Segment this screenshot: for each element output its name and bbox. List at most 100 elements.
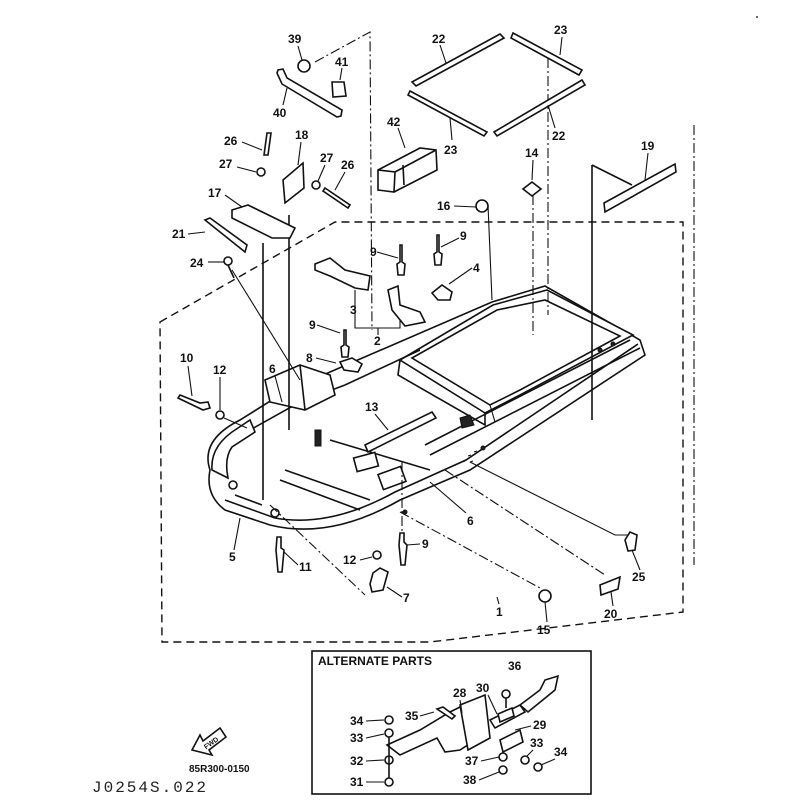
part-10-rivet xyxy=(176,394,212,411)
callout-36: 36 xyxy=(508,659,522,673)
callout-13: 13 xyxy=(365,400,379,414)
reference-line-top xyxy=(314,31,373,331)
callout-28: 28 xyxy=(453,686,467,700)
hull-frame xyxy=(207,285,646,530)
callout-10: 10 xyxy=(180,351,194,365)
part-27-washer-a xyxy=(256,167,266,177)
callout-27a: 27 xyxy=(219,157,233,171)
callout-18: 18 xyxy=(295,128,309,142)
callout-32: 32 xyxy=(350,754,364,768)
callout-21: 21 xyxy=(172,227,186,241)
callout-14: 14 xyxy=(525,146,539,160)
part-20-label xyxy=(599,575,622,597)
leader-25 xyxy=(469,461,628,536)
callout-16: 16 xyxy=(437,199,451,213)
callout-23a: 23 xyxy=(554,23,568,37)
callout-38: 38 xyxy=(463,773,477,787)
callout-3: 3 xyxy=(350,303,357,317)
forward-direction-arrow: FWD xyxy=(190,726,228,757)
main-assembly-boundary xyxy=(159,221,684,643)
part-21-bar xyxy=(203,217,248,254)
callout-17: 17 xyxy=(208,186,222,200)
part-8-clip xyxy=(338,357,364,373)
alternate-parts-panel: ALTERNATE PARTS 36 28 30 35 34 33 2 xyxy=(311,650,592,795)
part-23-seal-b xyxy=(406,89,489,138)
callout-6b: 6 xyxy=(467,514,474,528)
part-27-washer-b xyxy=(311,180,321,190)
callout-12b: 12 xyxy=(343,553,357,567)
part-9-rivet-d xyxy=(398,532,408,566)
callout-37: 37 xyxy=(465,754,479,768)
callout-34b: 34 xyxy=(554,745,568,759)
callout-40: 40 xyxy=(273,106,287,120)
part-16-cap xyxy=(475,199,489,213)
callout-4: 4 xyxy=(473,261,480,275)
callout-1: 1 xyxy=(496,605,503,619)
part-22-seal-a xyxy=(410,33,506,87)
part-42-box xyxy=(377,147,438,193)
part-26-bolt-a xyxy=(263,132,272,156)
part-22-seal-b xyxy=(492,78,587,138)
callout-29: 29 xyxy=(533,718,547,732)
scan-speck xyxy=(756,16,758,18)
callout-20: 20 xyxy=(604,607,618,621)
callout-2: 2 xyxy=(374,334,381,348)
guide-line-16 xyxy=(487,204,493,301)
leader-15 xyxy=(399,511,541,589)
part-40-rod xyxy=(276,68,343,118)
callout-33b: 33 xyxy=(530,736,544,750)
part-41-clip xyxy=(331,81,347,98)
leader-20 xyxy=(444,469,606,576)
callout-15: 15 xyxy=(537,623,551,637)
part-13-bracket xyxy=(363,410,438,454)
part-2-bracket xyxy=(387,284,427,327)
leader-12a xyxy=(223,417,248,429)
callout-31: 31 xyxy=(350,775,364,789)
callout-27b: 27 xyxy=(320,151,334,165)
callout-22a: 22 xyxy=(432,32,446,46)
callout-26b: 26 xyxy=(341,158,355,172)
callout-41: 41 xyxy=(335,55,349,69)
callout-7: 7 xyxy=(403,591,410,605)
callout-25: 25 xyxy=(632,570,646,584)
callout-22b: 22 xyxy=(552,129,566,143)
part-9-rivet-c xyxy=(340,329,350,358)
callout-12a: 12 xyxy=(213,363,227,377)
callout-24: 24 xyxy=(190,256,204,270)
part-4-bracket xyxy=(430,284,453,301)
callout-39: 39 xyxy=(288,32,302,46)
callout-9c: 9 xyxy=(309,318,316,332)
callout-35: 35 xyxy=(405,709,419,723)
part-26-bolt-b xyxy=(321,186,352,210)
part-39-nut xyxy=(297,59,311,73)
part-12-washer-b xyxy=(372,550,382,560)
callout-9b: 9 xyxy=(460,229,467,243)
callout-30: 30 xyxy=(476,681,490,695)
part-14-pad xyxy=(521,180,543,198)
part-18-plate xyxy=(282,161,305,205)
part-19-strip xyxy=(603,162,677,214)
callout-labels: 39 41 40 22 23 23 22 42 26 27 18 27 26 1… xyxy=(172,23,655,637)
part-9-rivet-b xyxy=(433,234,443,266)
part-24-bolt xyxy=(223,256,235,279)
callout-5: 5 xyxy=(229,550,236,564)
guide-line-19 xyxy=(591,164,633,420)
part-17-plate xyxy=(231,204,297,239)
callout-11: 11 xyxy=(299,560,312,574)
drawing-code: 85R300-0150 xyxy=(189,764,250,775)
callout-6a: 6 xyxy=(269,362,276,376)
part-9-rivet-a xyxy=(396,244,406,276)
callout-9d: 9 xyxy=(422,537,429,551)
callout-42: 42 xyxy=(387,115,401,129)
part-12-washer-a xyxy=(215,410,225,420)
part-11-rivet xyxy=(275,536,285,573)
part-15-plug xyxy=(538,589,552,603)
alternate-parts-title: ALTERNATE PARTS xyxy=(318,654,432,668)
callout-34a: 34 xyxy=(350,714,364,728)
callout-19: 19 xyxy=(641,139,655,153)
callout-8: 8 xyxy=(306,351,313,365)
callout-33a: 33 xyxy=(350,731,364,745)
part-23-seal-a xyxy=(509,31,584,77)
callout-9a: 9 xyxy=(370,245,377,259)
